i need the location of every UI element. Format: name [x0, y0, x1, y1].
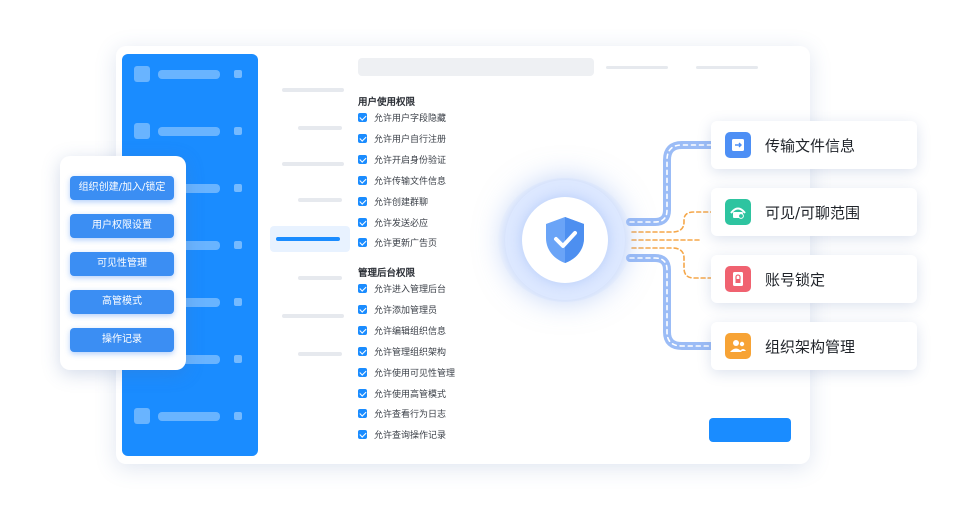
sidebar-item[interactable] [134, 408, 244, 424]
permission-label: 允许进入管理后台 [374, 285, 447, 295]
nav-placeholder[interactable] [282, 314, 344, 318]
checkbox-checked-icon[interactable] [358, 154, 367, 164]
menu-button-org[interactable]: 组织创建/加入/锁定 [70, 176, 174, 200]
checkbox-checked-icon[interactable] [358, 196, 367, 206]
menu-button-oplog[interactable]: 操作记录 [70, 328, 174, 352]
feature-label: 可见/可聊范围 [765, 204, 861, 222]
sidebar [122, 54, 258, 456]
checkbox-checked-icon[interactable] [358, 284, 367, 293]
permission-label: 允许使用高管模式 [374, 389, 447, 400]
checkbox-checked-icon[interactable] [358, 388, 367, 398]
checkbox-checked-icon[interactable] [358, 430, 367, 440]
visibility-icon [725, 199, 751, 225]
nav-placeholder[interactable] [282, 162, 344, 166]
permission-label: 允许管理组织架构 [374, 347, 447, 358]
nav-placeholder[interactable] [298, 198, 342, 202]
nav-placeholder[interactable] [298, 276, 342, 280]
header-placeholder [606, 66, 668, 69]
sidebar-item[interactable] [134, 66, 244, 82]
header-placeholder [696, 66, 758, 69]
permission-label: 允许更新广告页 [374, 239, 438, 250]
feature-item-file-transfer[interactable]: 传输文件信息 [711, 121, 917, 169]
file-transfer-icon [725, 132, 751, 158]
feature-menu-card: 组织创建/加入/锁定 用户权限设置 可见性管理 高管模式 操作记录 [60, 156, 186, 370]
checkbox-checked-icon[interactable] [358, 238, 367, 248]
app-window: 用户使用权限允许用户字段隐藏允许用户自行注册允许开启身份验证允许传输文件信息允许… [116, 46, 810, 464]
checkbox-checked-icon[interactable] [358, 133, 367, 143]
checkbox-checked-icon[interactable] [358, 113, 367, 122]
section-title: 管理后台权限 [358, 268, 416, 279]
permission-label: 允许发送必应 [374, 218, 429, 229]
shield-check-icon [546, 217, 584, 263]
feature-label: 传输文件信息 [765, 137, 856, 155]
checkbox-checked-icon[interactable] [358, 346, 367, 356]
nav-active-item[interactable] [270, 226, 350, 252]
feature-label: 组织架构管理 [765, 338, 856, 356]
checkbox-checked-icon[interactable] [358, 175, 367, 185]
permission-label: 允许创建群聊 [374, 197, 429, 208]
checkbox-checked-icon[interactable] [358, 409, 367, 419]
search-placeholder[interactable] [358, 58, 594, 76]
permission-label: 允许用户自行注册 [374, 134, 447, 145]
permission-label: 允许开启身份验证 [374, 155, 447, 166]
permission-label: 允许使用可见性管理 [374, 368, 456, 379]
menu-button-exec-mode[interactable]: 高管模式 [70, 290, 174, 314]
feature-item-org-structure[interactable]: 组织架构管理 [711, 322, 917, 370]
nav-placeholder[interactable] [282, 88, 344, 92]
checkbox-checked-icon[interactable] [358, 304, 367, 314]
feature-label: 账号锁定 [765, 271, 826, 289]
permission-label: 允许用户字段隐藏 [374, 114, 447, 124]
permission-label: 允许查询操作记录 [374, 431, 447, 442]
section-title: 用户使用权限 [358, 97, 416, 108]
checkbox-checked-icon[interactable] [358, 325, 367, 335]
checkbox-checked-icon[interactable] [358, 367, 367, 377]
feature-item-account-lock[interactable]: 账号锁定 [711, 255, 917, 303]
save-button[interactable] [709, 418, 791, 442]
checkbox-checked-icon[interactable] [358, 217, 367, 227]
nav-placeholder[interactable] [298, 352, 342, 356]
permission-label: 允许传输文件信息 [374, 176, 447, 187]
org-icon [725, 333, 751, 359]
feature-item-visibility[interactable]: 可见/可聊范围 [711, 188, 917, 236]
lock-icon [725, 266, 751, 292]
permission-label: 允许添加管理员 [374, 305, 438, 316]
menu-button-visibility[interactable]: 可见性管理 [70, 252, 174, 276]
menu-button-user-perm[interactable]: 用户权限设置 [70, 214, 174, 238]
sidebar-item[interactable] [134, 123, 244, 139]
nav-placeholder[interactable] [298, 126, 342, 130]
permission-label: 允许查看行为日志 [374, 410, 447, 421]
permission-label: 允许编辑组织信息 [374, 326, 447, 337]
